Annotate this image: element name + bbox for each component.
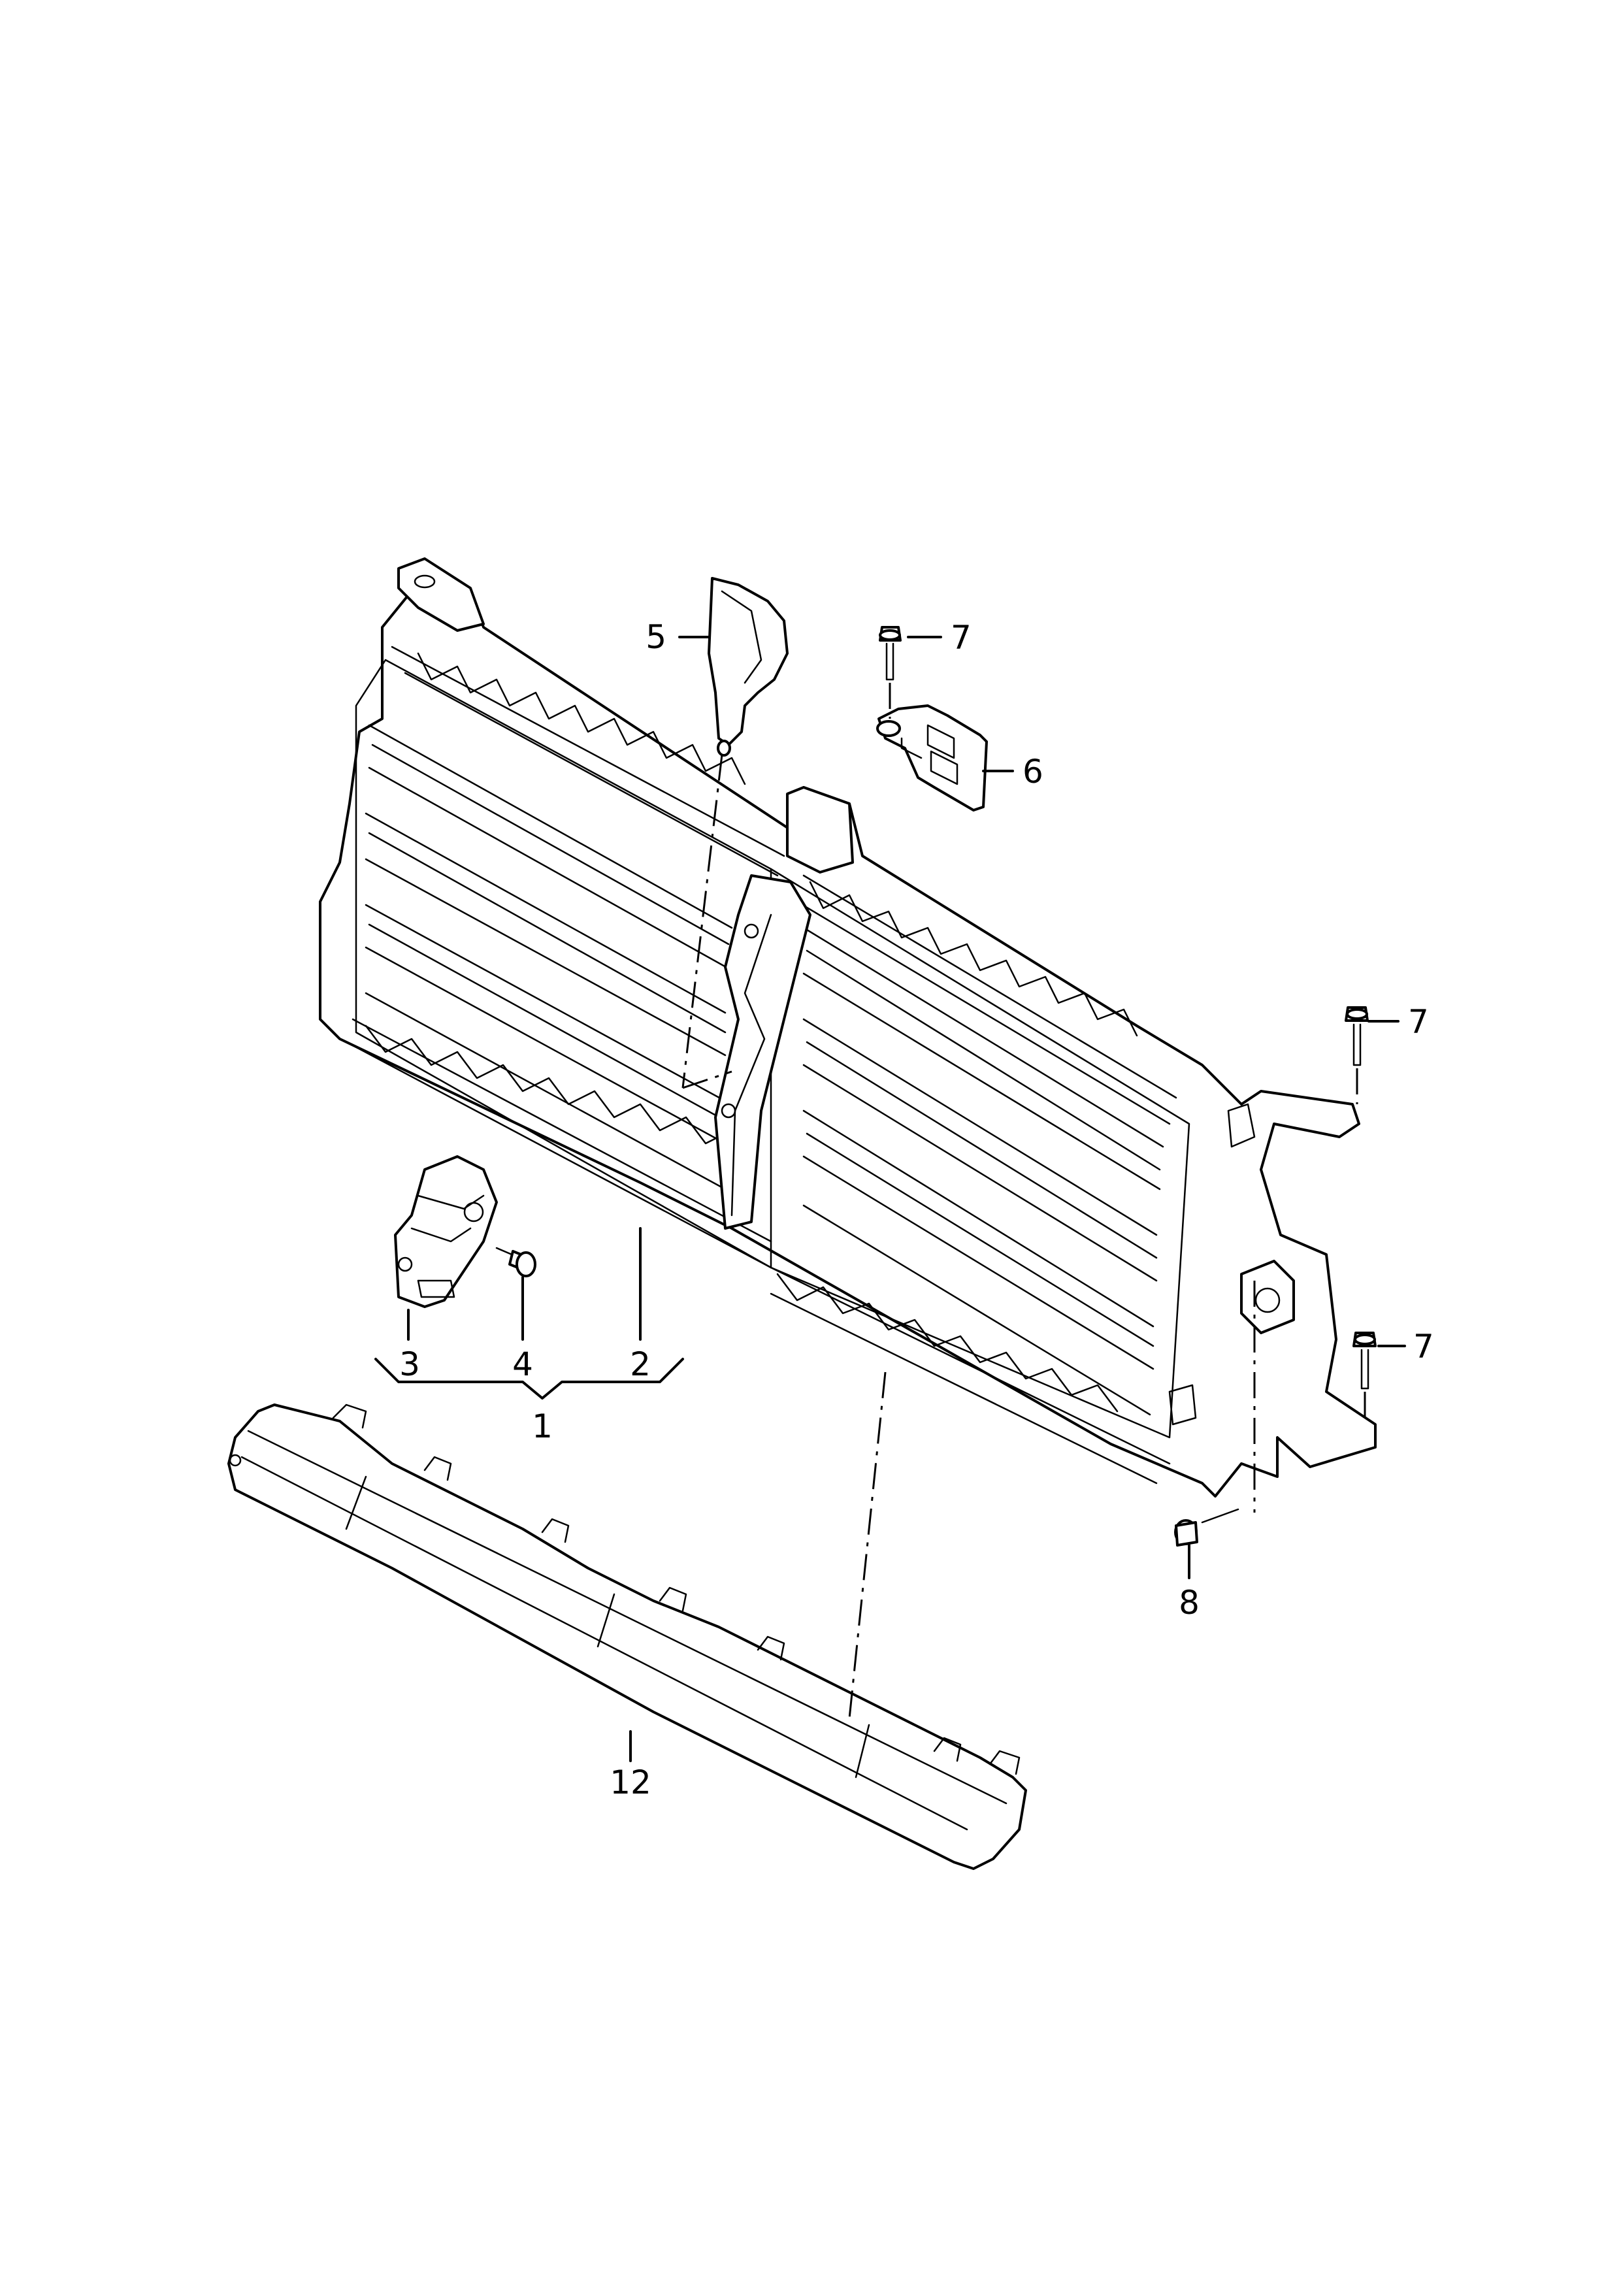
screw-7-top	[879, 626, 902, 681]
callout-12: 12	[610, 1763, 651, 1801]
guide-clip	[708, 577, 789, 757]
shutter-frame	[319, 557, 1377, 1498]
right-louvres	[802, 927, 1164, 1416]
callout-7-right: 7	[1408, 1003, 1429, 1041]
servo-motor	[394, 1155, 498, 1308]
left-louvres	[365, 724, 733, 1190]
callout-8: 8	[1179, 1584, 1200, 1622]
leader-lines	[374, 636, 1406, 1762]
callout-7-top: 7	[951, 619, 972, 657]
screw-4	[495, 1247, 536, 1277]
air-guide-lower	[227, 1403, 1027, 1870]
callout-4: 4	[512, 1345, 533, 1383]
callout-2: 2	[630, 1345, 651, 1383]
screw-8	[1174, 1508, 1239, 1547]
callout-labels: 5 7 6 7 7 8 3 4 2 1 12	[399, 618, 1434, 1801]
callout-6: 6	[1023, 753, 1043, 791]
bracket-6	[876, 704, 988, 812]
callout-7-lower: 7	[1413, 1328, 1434, 1366]
screw-7-lower	[1352, 1332, 1377, 1390]
callout-5: 5	[646, 618, 666, 656]
callout-1: 1	[532, 1407, 553, 1445]
callout-3: 3	[399, 1345, 420, 1383]
installation-lines	[681, 683, 1366, 1719]
screw-7-right	[1345, 1006, 1369, 1066]
